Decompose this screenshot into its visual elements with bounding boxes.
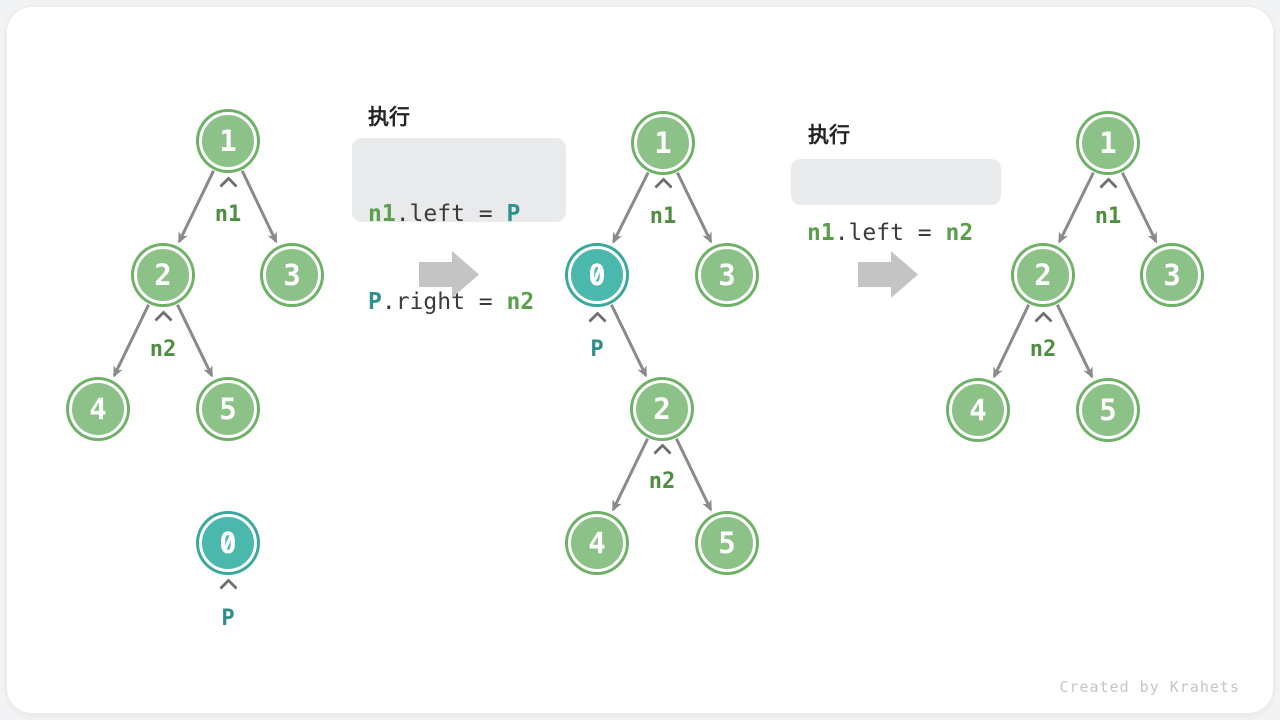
exec-label: 执行 (368, 106, 410, 129)
right-arrow-icon (419, 251, 479, 298)
tree-edges (610, 171, 713, 512)
code-var-n1: n1 (368, 201, 396, 227)
node-value: 1 (1099, 126, 1117, 160)
code-text: .left = (834, 220, 946, 246)
binary-tree-inserted: 1 0 3 2 4 5 n1 P n2 (560, 100, 800, 660)
node-value: 0 (219, 526, 237, 560)
tree-node-4: 4 (568, 514, 626, 572)
exec-label: 执行 (808, 124, 850, 147)
code-var-n2: n2 (506, 289, 535, 315)
tree-node-0-p: 0 (568, 246, 626, 304)
tree-node-4: 4 (949, 381, 1007, 439)
code-var-n1: n1 (807, 220, 835, 246)
binary-tree-after: 1 2 3 4 5 n1 n2 (940, 100, 1220, 520)
pointer-label-n2: n2 (1029, 337, 1057, 362)
binary-tree-before: 1 2 3 4 5 0 n1 n2 P (60, 100, 340, 660)
tree-node-3: 3 (263, 246, 321, 304)
node-value: 1 (219, 124, 237, 158)
node-value: 4 (969, 393, 987, 427)
tree-node-1: 1 (199, 112, 257, 170)
tree-node-2: 2 (633, 380, 691, 438)
node-value: 5 (219, 392, 237, 426)
tree-node-4: 4 (69, 380, 127, 438)
node-value: 3 (1163, 258, 1181, 292)
code-line: n1.left = P (368, 196, 550, 232)
code-var-n2: n2 (945, 220, 974, 246)
tree-node-0-detached: 0 (199, 514, 257, 572)
node-value: 3 (283, 258, 301, 292)
tree-node-2: 2 (134, 246, 192, 304)
pointer-label-n2: n2 (149, 337, 177, 362)
tree-node-5: 5 (1079, 381, 1137, 439)
tree-node-5: 5 (698, 514, 756, 572)
code-line: n1.left = n2 (807, 217, 985, 250)
code-line: P.right = n2 (368, 284, 550, 320)
tree-node-1: 1 (634, 114, 692, 172)
node-value: 2 (154, 258, 172, 292)
pointer-label-n1: n1 (1094, 204, 1122, 229)
pointer-label-n1: n1 (649, 204, 677, 229)
watermark-credit: Created by Krahets (1059, 678, 1240, 696)
tree-node-5: 5 (199, 380, 257, 438)
node-value: 4 (588, 526, 606, 560)
tree-node-2: 2 (1014, 246, 1072, 304)
node-value: 1 (654, 126, 672, 160)
code-var-p: P (506, 201, 521, 227)
pointer-label-p: P (590, 337, 604, 362)
tree-edges (992, 171, 1158, 379)
pointer-label-n1: n1 (214, 202, 242, 227)
code-block-2: n1.left = n2 (791, 159, 1001, 246)
node-value: 4 (89, 392, 107, 426)
code-text: .left = (395, 201, 507, 227)
tree-node-3: 3 (1143, 246, 1201, 304)
node-value: 3 (718, 258, 736, 292)
tree-node-3: 3 (698, 246, 756, 304)
pointer-label-n2: n2 (648, 469, 676, 494)
node-value: 2 (1034, 258, 1052, 292)
node-value: 5 (718, 526, 736, 560)
pointer-label-p: P (221, 606, 235, 631)
node-value: 2 (653, 392, 671, 426)
code-block-1: n1.left = P P.right = n2 (352, 138, 566, 315)
code-var-p: P (368, 289, 382, 315)
code-text: .right = (381, 289, 507, 315)
tree-node-1: 1 (1079, 114, 1137, 172)
right-arrow-icon (858, 251, 918, 298)
node-value: 5 (1099, 393, 1117, 427)
tree-edges (112, 170, 278, 378)
node-value: 0 (588, 258, 606, 292)
